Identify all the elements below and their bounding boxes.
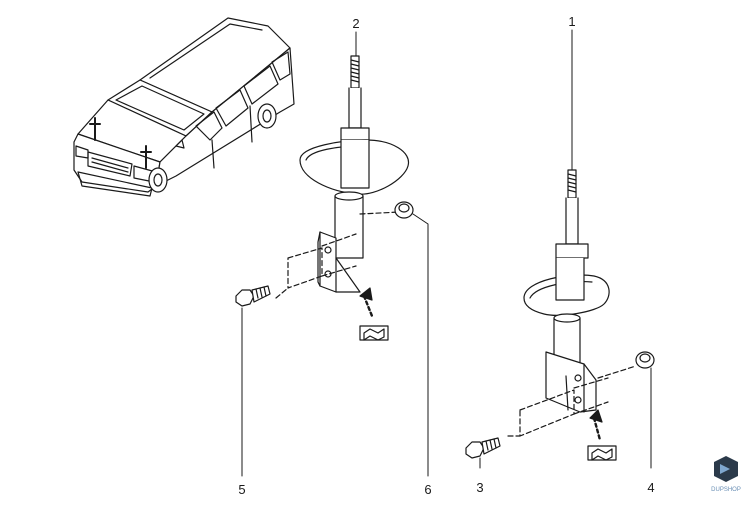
callout-3: 3: [476, 480, 483, 495]
strut-assembly-2: [275, 55, 410, 341]
logo-text: DUPSHOP: [711, 487, 741, 493]
bolt-5: [235, 285, 271, 307]
leader-lines: [241, 29, 652, 477]
callout-1: 1: [568, 14, 575, 29]
callout-5: 5: [238, 482, 245, 497]
callout-4: 4: [647, 480, 654, 495]
bolt-3: [465, 437, 501, 459]
nut-6: [394, 201, 414, 219]
shop-logo: DUPSHOP: [711, 456, 741, 493]
callout-2: 2: [352, 16, 359, 31]
callout-labels: 1 2 3 4 5 6: [238, 14, 654, 497]
nut-4: [635, 351, 655, 369]
callout-6: 6: [424, 482, 431, 497]
vehicle-illustration: [73, 17, 295, 197]
strut-assembly-1: [507, 169, 637, 461]
